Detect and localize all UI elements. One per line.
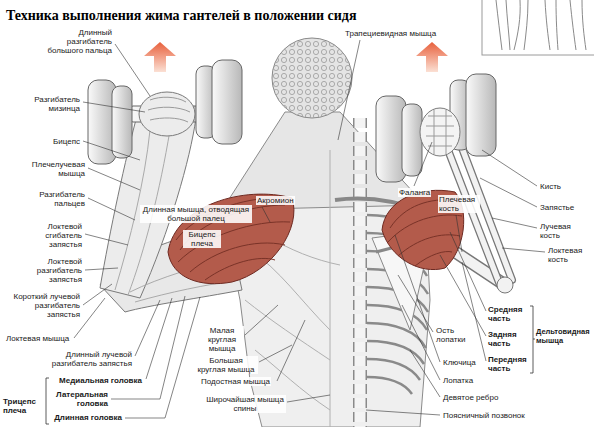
- hand-bones: [420, 108, 460, 156]
- group-label: Длинная головка: [54, 413, 122, 422]
- part-label: Бицепс плеча: [183, 230, 221, 248]
- group-label: Дельтовидная мышца: [536, 328, 592, 345]
- dumbbell-plate: [466, 74, 496, 156]
- bracket: [46, 378, 49, 424]
- part-label: Акромион: [256, 196, 295, 205]
- part-label: Кисть: [540, 182, 561, 191]
- group-label: Задняя часть: [488, 330, 530, 348]
- group-label: Средняя часть: [488, 305, 530, 323]
- part-label: Трапециевидная мышца: [345, 29, 436, 38]
- part-label: Широчайшая мышца спины: [204, 395, 286, 413]
- part-label: Девятое ребро: [443, 393, 498, 402]
- spine-outline: [353, 118, 367, 427]
- head: [272, 38, 352, 118]
- part-label: Разгибатель пальцев: [30, 190, 85, 208]
- part-label: Локтевой сгибатель запястья: [30, 222, 82, 250]
- up-arrow: [144, 42, 176, 72]
- part-label: Короткий лучевой разгибатель запястья: [5, 292, 80, 320]
- ulna-outline: [462, 148, 512, 280]
- part-label: Длинный разгибатель большого пальца: [42, 28, 112, 56]
- group-label: Передняя часть: [488, 355, 532, 373]
- dumbbell-plate: [212, 60, 242, 144]
- spine-vertebrae: [355, 118, 366, 427]
- hair: [272, 38, 352, 118]
- part-label: Ость лопатки: [436, 326, 470, 344]
- part-label: Плечевая кость: [438, 195, 480, 213]
- phalanx-lines: [426, 110, 454, 154]
- part-label: Запястье: [540, 203, 574, 212]
- elbow-joint: [497, 277, 513, 293]
- finger-lines: [148, 97, 190, 122]
- part-label: Поясничный позвонок: [443, 411, 525, 420]
- title: Техника выполнения жима гантелей в полож…: [6, 8, 357, 24]
- hand: [139, 92, 195, 136]
- dumbbell-plate: [112, 86, 132, 158]
- part-label: Ключица: [443, 358, 476, 367]
- group-label: Трицепс плеча: [3, 397, 43, 415]
- part-label: Подостная мышца: [200, 377, 271, 386]
- part-label: Локтевая мышца: [6, 334, 69, 343]
- part-label: Длинный лучевой разгибатель запястья: [37, 350, 132, 368]
- part-label: Лучевая кость: [540, 222, 592, 240]
- ulna: [462, 148, 512, 280]
- part-label: Лопатка: [443, 376, 473, 385]
- part-label: Плечелучевая мышца: [30, 160, 85, 178]
- bracket: [530, 306, 535, 373]
- group-label: Медиальная головка: [59, 376, 142, 385]
- part-label: Локтевая кость: [548, 246, 590, 264]
- part-label: Разгибатель мизинца: [30, 95, 80, 113]
- up-arrow: [416, 42, 448, 72]
- inset-frame: [482, 0, 594, 55]
- part-label: Бицепс: [53, 137, 80, 146]
- dumbbell-plate: [402, 104, 422, 176]
- part-label: Большая круглая мышца: [194, 356, 258, 374]
- inset-legs: [496, 0, 586, 50]
- part-label: Малая круглая мышца: [200, 326, 244, 354]
- leader-lines: [74, 40, 545, 418]
- part-label: Длинная мышца, отводящая большой палец: [140, 205, 252, 223]
- group-label: Латеральная головка: [53, 390, 108, 408]
- part-label: Локтевой разгибатель запястья: [27, 257, 82, 285]
- part-label: Фаланга: [398, 188, 431, 197]
